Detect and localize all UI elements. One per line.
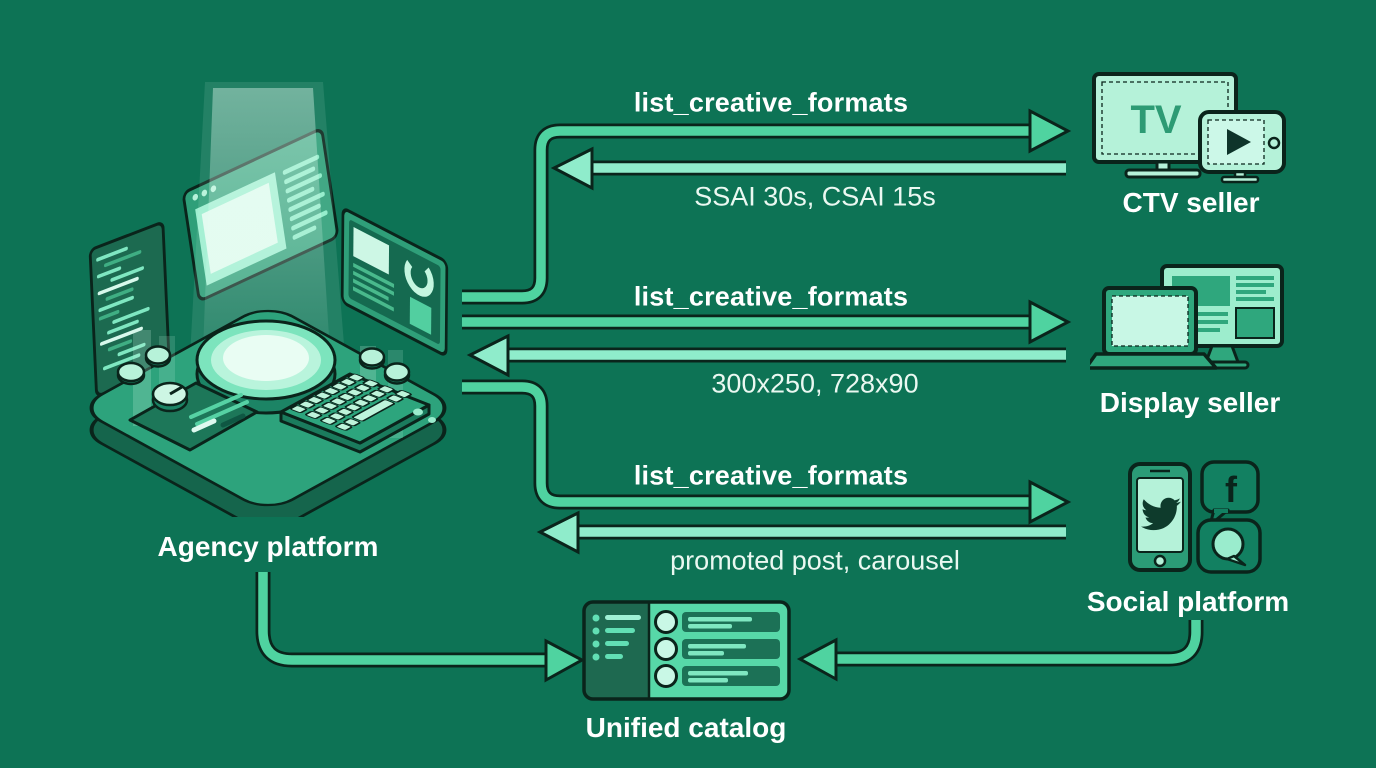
- light-beam-core: [203, 88, 330, 352]
- holo-disc: [195, 319, 337, 415]
- dashboard-screen-icon: [340, 208, 449, 356]
- request-arrow-social: [462, 379, 1072, 525]
- agency-console-icon: [88, 82, 449, 517]
- request-arrow-ctv: [462, 108, 1072, 305]
- phone-icon: [1128, 462, 1192, 572]
- agency-to-catalog-arrow: [255, 572, 586, 683]
- control-pad-icon: [128, 381, 259, 452]
- display-seller-icon: [1090, 264, 1284, 370]
- ctv-seller-icon: TV: [1092, 72, 1286, 184]
- keyboard-keys: [289, 373, 412, 431]
- unified-catalog-label: Unified catalog: [585, 711, 787, 743]
- social-platform-label: Social platform: [1086, 585, 1290, 617]
- flow-response-label-ctv: SSAI 30s, CSAI 15s: [694, 181, 936, 212]
- flow-response-label-display: 300x250, 728x90: [711, 368, 919, 399]
- return-arrow-display: [466, 333, 1066, 378]
- play-icon: [1227, 129, 1251, 155]
- keyboard-icon: [279, 372, 431, 454]
- return-arrow-social: [536, 510, 1066, 555]
- tv-screen-text: TV: [1130, 98, 1181, 142]
- display-seller-label: Display seller: [1099, 386, 1281, 418]
- social-to-catalog-arrow: [796, 620, 1204, 682]
- flow-request-label-display: list_creative_formats: [633, 281, 909, 312]
- play-device-icon: [1198, 110, 1286, 184]
- flow-request-label-ctv: list_creative_formats: [633, 87, 909, 118]
- request-arrow-display: [462, 299, 1072, 345]
- return-arrow-ctv: [550, 146, 1066, 191]
- flow-request-label-social: list_creative_formats: [633, 460, 909, 491]
- flow-response-label-social: promoted post, carousel: [670, 545, 960, 576]
- catalog-list-icon: [582, 600, 791, 701]
- ctv-seller-label: CTV seller: [1122, 186, 1260, 218]
- social-platform-icon: f: [1128, 460, 1262, 574]
- catalog-entries: [654, 610, 780, 688]
- twitter-bird-icon: [1141, 497, 1181, 531]
- console-buttons: [116, 345, 436, 423]
- svg-text:f: f: [1225, 469, 1238, 510]
- chat-bubble-icon: [1196, 518, 1262, 574]
- catalog-bullet-list: [592, 614, 641, 661]
- laptop-icon: [1090, 286, 1218, 370]
- agency-platform-label: Agency platform: [157, 530, 379, 562]
- facebook-bubble-icon: f: [1200, 460, 1260, 527]
